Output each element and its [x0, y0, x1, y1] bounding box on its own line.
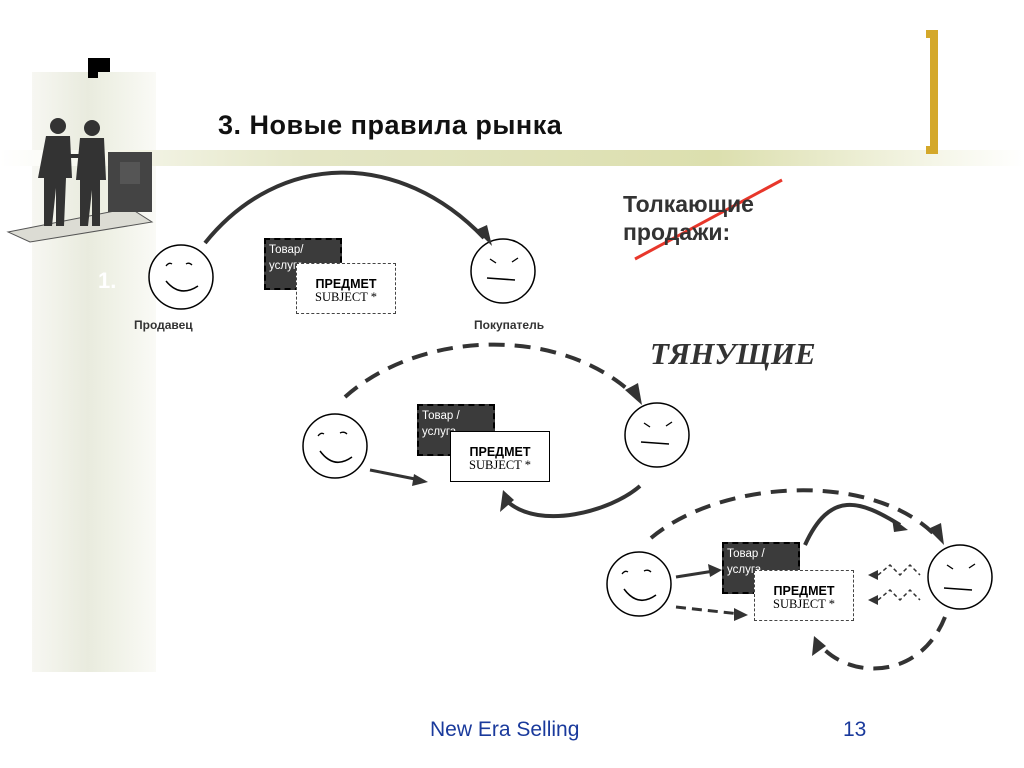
subject-ru-3: ПРЕДМЕТ [774, 584, 835, 598]
buyer-face-3 [928, 545, 992, 609]
subject-box-2: ПРЕДМЕТ SUBJECT * [450, 431, 550, 482]
push-arc-arrowhead [476, 225, 492, 246]
buyer-label: Покупатель [474, 318, 544, 332]
page-number: 13 [843, 718, 866, 742]
businessmen-silhouette [8, 118, 152, 242]
seller-to-product-arrowhead-3 [708, 564, 722, 577]
seller-to-product-arrowhead-2 [412, 474, 428, 486]
wavy-signals [868, 565, 920, 605]
seller-face-1 [149, 245, 213, 309]
subject-box-3: ПРЕДМЕТ SUBJECT * [754, 570, 854, 621]
pull-dashed-arrowhead-2 [625, 383, 642, 405]
subject-ru-2: ПРЕДМЕТ [470, 445, 531, 459]
seller-face-3 [607, 552, 671, 616]
buyer-return-dashed-3 [820, 617, 945, 669]
subject-en-3: SUBJECT * [755, 598, 853, 611]
seller-to-product-arrow-3 [676, 571, 714, 577]
buyer-face-1 [471, 239, 535, 303]
pull-dashed-arc-3 [651, 490, 935, 538]
subject-box-1: ПРЕДМЕТ SUBJECT * [296, 263, 396, 314]
buyer-pull-arrowhead-2 [500, 490, 514, 512]
push-selling-heading: Толкающие продажи: [623, 190, 813, 246]
subject-en-2: SUBJECT * [451, 459, 549, 472]
subject-en-1: SUBJECT * [297, 291, 395, 304]
pull-dashed-arrowhead-3 [928, 523, 944, 545]
buyer-return-dashed-arrowhead-3 [812, 636, 826, 656]
seller-label: Продавец [134, 318, 193, 332]
pull-selling-heading: ТЯНУЩИЕ [650, 336, 816, 372]
buyer-face-2 [625, 403, 689, 467]
product-to-buyer-arc-3 [805, 505, 900, 545]
step-number: 1. [98, 268, 116, 294]
seller-to-subject-dashed-arrowhead-3 [734, 608, 748, 621]
seller-face-2 [303, 414, 367, 478]
pull-dashed-arc-2 [345, 345, 634, 397]
push-arc-arrow [205, 173, 484, 243]
seller-to-product-arrow-2 [370, 470, 420, 480]
seller-to-subject-dashed-3 [676, 607, 740, 614]
slide-title: 3. Новые правила рынка [218, 110, 562, 141]
subject-ru-1: ПРЕДМЕТ [316, 277, 377, 291]
product-to-buyer-arrowhead-3 [892, 518, 908, 532]
buyer-pull-curve-2 [508, 486, 640, 516]
footer-text: New Era Selling [430, 718, 579, 742]
